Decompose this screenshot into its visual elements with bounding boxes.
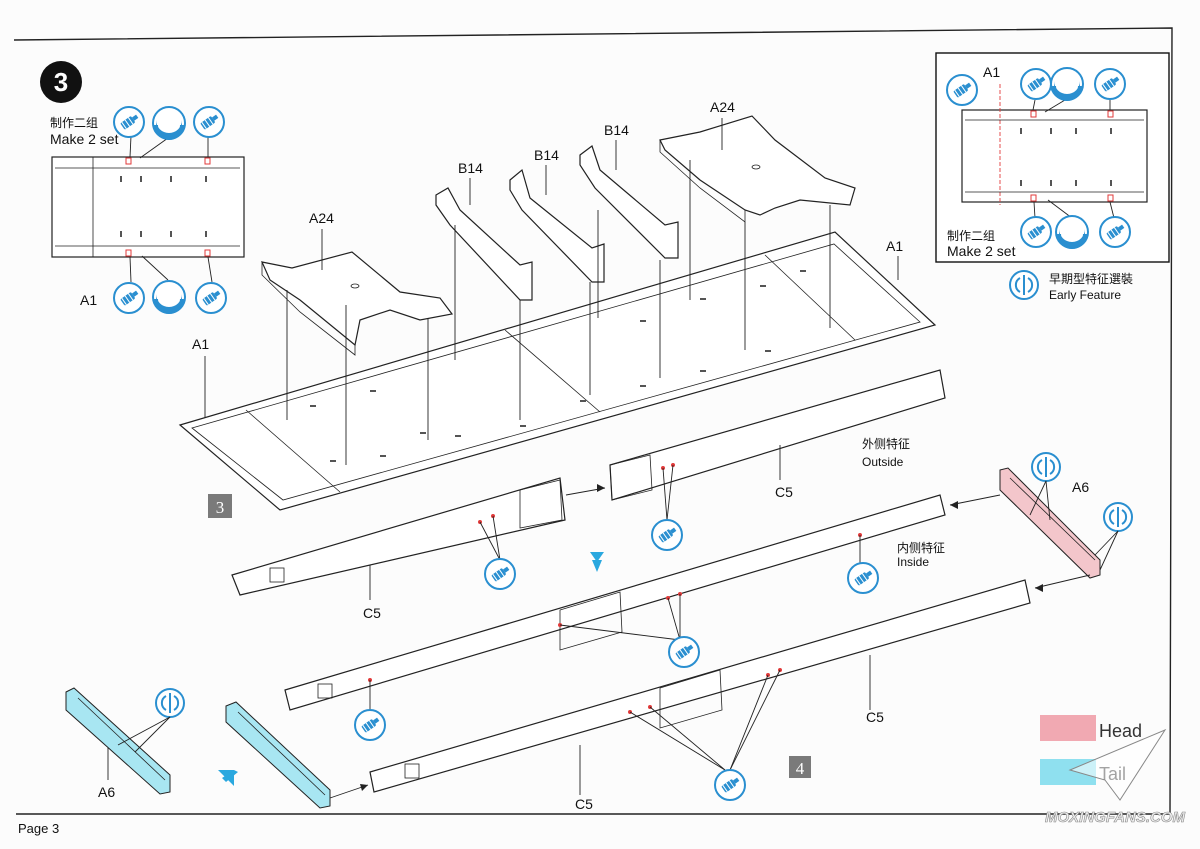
sub-step-3-badge [208,494,232,518]
glue-icon [668,636,700,668]
part-a6-head [999,467,1101,579]
glue-icon [484,558,516,590]
sub-step-3: 3 [216,498,225,517]
cement-icon [1054,214,1090,250]
early-feature-icon [155,688,185,718]
make-set-en-inset: Make 2 set [947,243,1016,259]
part-c5-outside-left [231,477,566,596]
part-a24-left [260,251,454,356]
glue-icon [1020,68,1052,100]
glue-icon [1020,216,1052,248]
label-c5-lower: C5 [575,796,593,812]
page-frame [13,27,1173,815]
glue-icon [195,282,227,314]
glue-icon [651,519,683,551]
part-c5-inside-upper [284,494,946,711]
page-number: Page 3 [18,821,59,836]
sub-step-4-badge [789,756,811,778]
part-a24-right [659,115,856,223]
glue-icon [714,769,746,801]
inset-label-a1: A1 [983,64,1000,80]
glue-icon [113,106,145,138]
cement-icon [151,105,187,141]
inside-en: Inside [897,555,929,569]
down-arrow-icon [590,552,604,572]
part-c5-lower [369,579,1031,793]
legend-head-swatch [1040,715,1096,741]
part-a6-tail-right [225,701,331,809]
early-feature-cn: 早期型特征選裝 [1049,271,1133,286]
watermark: MOXINGFANS.COM [1045,809,1186,826]
step-number-badge: 3 [40,61,82,103]
glue-icon [1094,68,1126,100]
cement-icon [151,279,187,315]
sub-step-4: 4 [796,759,805,778]
part-b14-2 [509,168,605,283]
make-set-cn-inset: 制作二组 [947,229,995,243]
step-number: 3 [54,67,68,97]
label-b14-1: B14 [458,160,483,176]
make-set-cn-left: 制作二组 [50,116,98,130]
part-a6-tail-left [65,687,171,795]
label-a1-small-left: A1 [80,292,97,308]
label-b14-2: B14 [534,147,559,163]
label-c5-outside-left: C5 [363,605,381,621]
cement-icon [1049,66,1085,102]
glue-icon [1099,216,1131,248]
early-feature-icon [1103,502,1133,532]
glue-icon [847,562,879,594]
part-b14-1 [435,187,533,301]
glue-icon [354,709,386,741]
legend-head-label: Head [1099,721,1142,741]
label-c5-outside-right: C5 [775,484,793,500]
label-a1-main: A1 [192,336,209,352]
arrow-icon [218,770,234,786]
outside-cn: 外侧特征 [862,436,910,451]
glue-icon [193,106,225,138]
frame-a1-inset [961,84,1148,205]
inside-cn: 内侧特征 [897,540,945,555]
label-a6-tail: A6 [98,784,115,800]
part-c5-outside-right [609,369,946,501]
label-c5-lower-right: C5 [866,709,884,725]
outside-en: Outside [862,455,904,469]
main-frame-a1 [178,231,937,511]
frame-a1-small-left [51,156,245,258]
early-feature-icon [1009,270,1039,300]
glue-icon [946,74,978,106]
early-feature-en: Early Feature [1049,288,1121,302]
part-b14-3 [579,145,679,259]
label-b14-3: B14 [604,122,629,138]
glue-icon [113,282,145,314]
label-a24-left: A24 [309,210,334,226]
label-a6-head: A6 [1072,479,1089,495]
watermark-logo [1068,728,1167,801]
make-set-en-left: Make 2 set [50,131,119,147]
label-a1-right: A1 [886,238,903,254]
early-feature-icon [1031,452,1061,482]
label-a24-right: A24 [710,99,735,115]
